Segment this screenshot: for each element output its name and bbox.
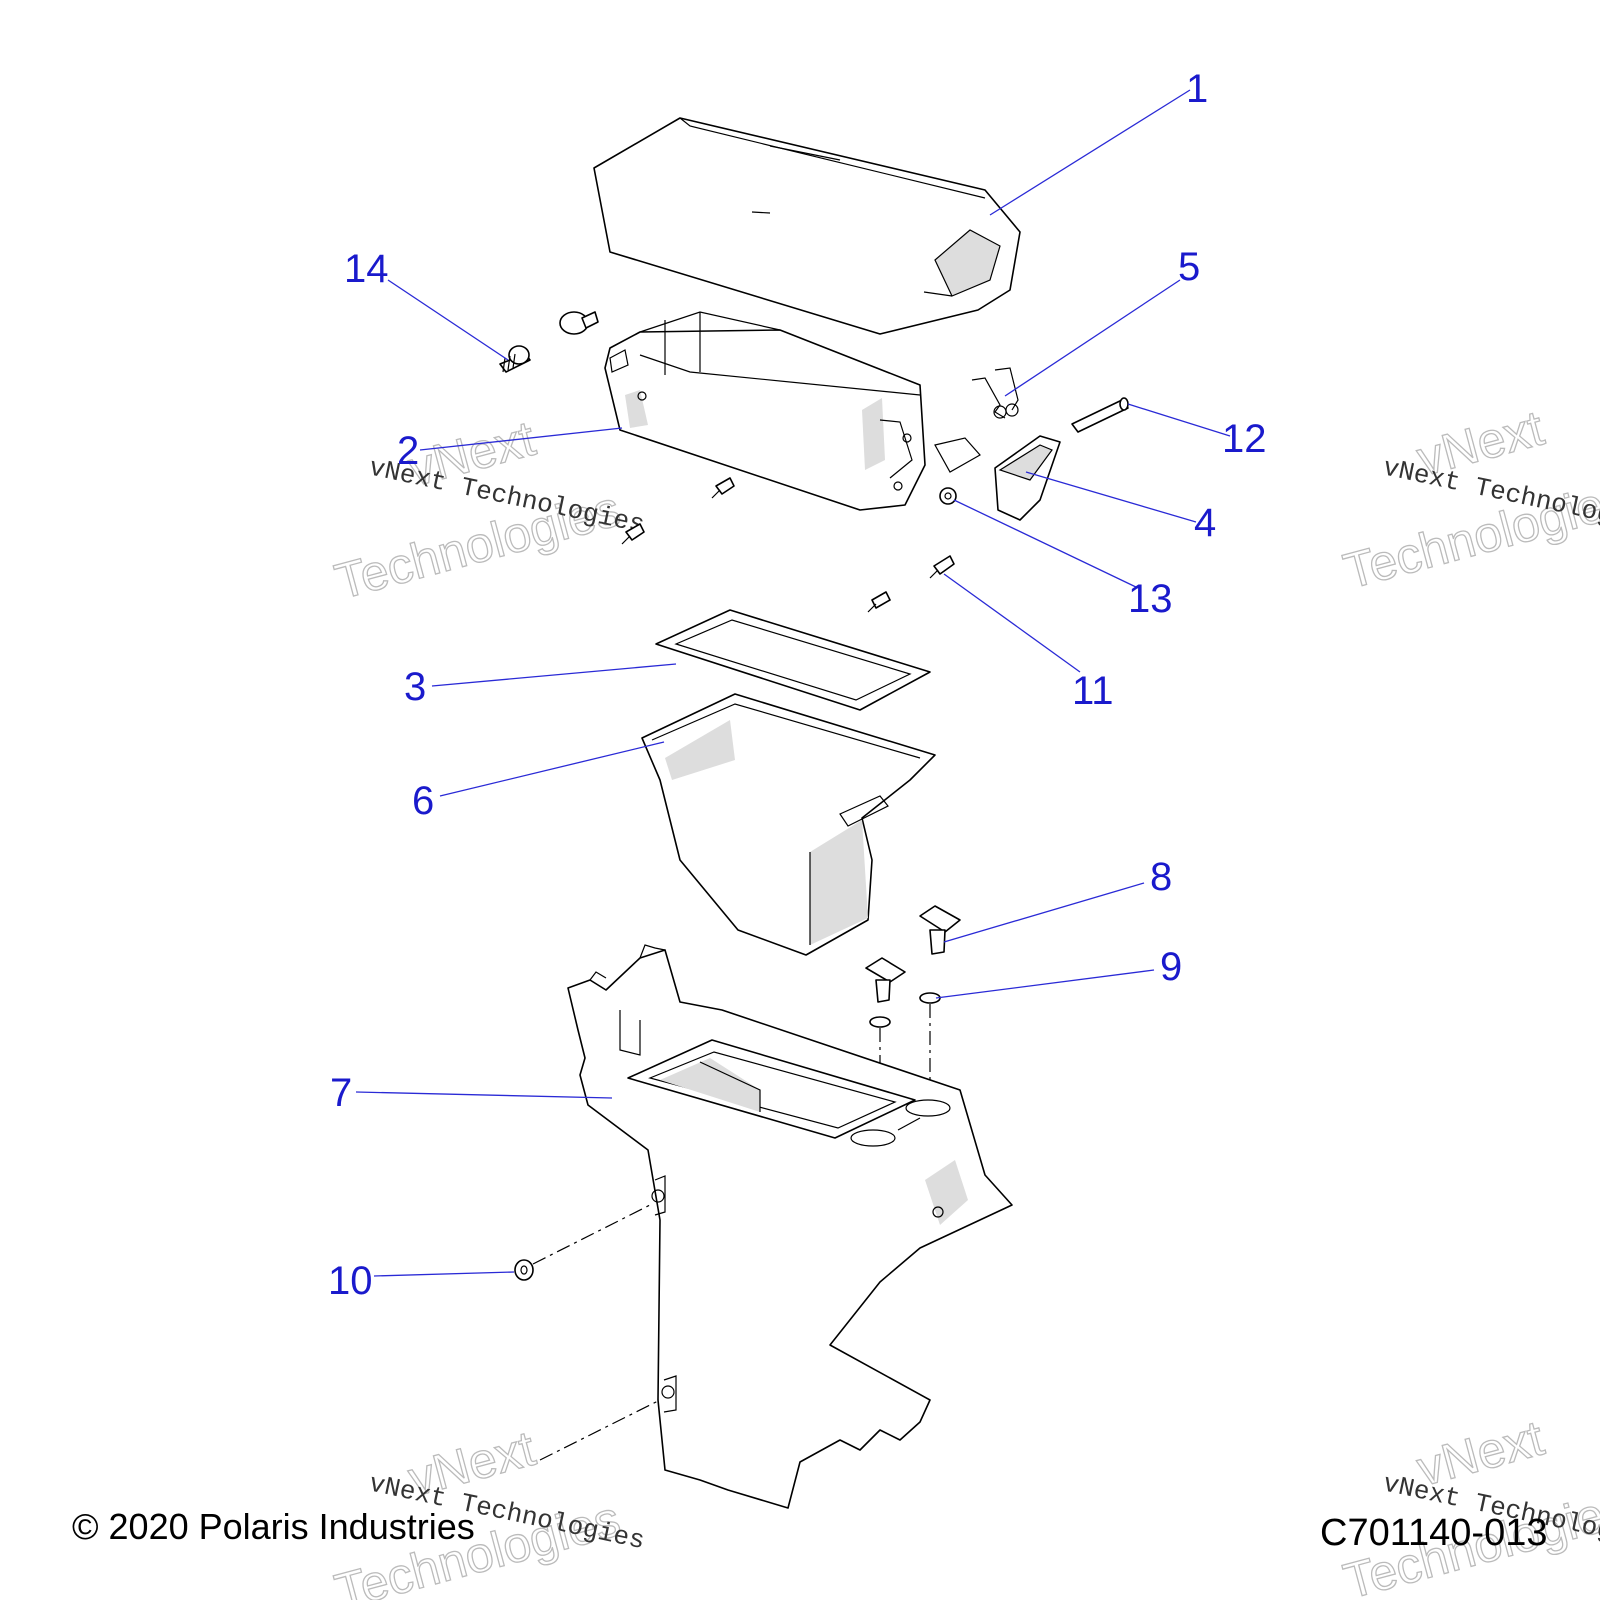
callout-9: 9 (1160, 945, 1182, 989)
callout-1: 1 (1186, 67, 1208, 111)
leader-10 (373, 1271, 515, 1277)
copyright-notice: © 2020 Polaris Industries (72, 1506, 475, 1547)
storage-bin-part (641, 693, 936, 956)
callout-3: 3 (404, 665, 426, 709)
button-head-bolt-part (559, 311, 599, 335)
callout-12: 12 (1222, 417, 1267, 461)
callout-13: 13 (1128, 577, 1173, 621)
screw-11-part (929, 555, 955, 579)
knob-second-part (865, 957, 906, 1003)
lid-frame-part (604, 311, 981, 511)
leader-6 (439, 741, 665, 797)
callout-6: 6 (412, 779, 434, 823)
gasket-seal-part (655, 609, 931, 711)
callout-5: 5 (1178, 245, 1200, 289)
screw-11-second-part (867, 591, 891, 613)
bushing-part (939, 487, 957, 505)
leader-2 (419, 427, 623, 451)
leader-12 (1127, 403, 1231, 437)
callout-14: 14 (344, 247, 389, 291)
knob-8-part (919, 905, 961, 955)
callout-7: 7 (330, 1071, 352, 1115)
leader-5 (1004, 279, 1181, 397)
leader-8 (943, 882, 1145, 943)
leader-13 (953, 499, 1139, 589)
washer-second-part (869, 1016, 891, 1028)
leader-3 (431, 663, 677, 687)
leader-1 (989, 89, 1191, 216)
console-body-part (567, 944, 1013, 1509)
latch-part (994, 435, 1061, 521)
leader-9 (935, 969, 1155, 999)
figure-code: C701140-013 (1320, 1512, 1548, 1554)
rivet-lower-centerline (539, 1399, 661, 1461)
callout-11: 11 (1072, 669, 1114, 713)
leader-7 (355, 1091, 613, 1099)
leader-4 (1025, 471, 1197, 523)
leader-11 (943, 573, 1081, 673)
screw-near-frame-1 (711, 477, 735, 499)
callout-4: 4 (1194, 501, 1216, 545)
bolt-14-part (499, 345, 531, 373)
screw-near-frame-2 (621, 523, 645, 545)
lid-armrest-part (593, 117, 1021, 335)
pin-part (1071, 397, 1129, 433)
rivet-centerline (532, 1204, 651, 1265)
leader-14 (387, 279, 509, 361)
spring-latch-part (971, 367, 1019, 419)
callout-2: 2 (397, 429, 419, 473)
callout-8: 8 (1150, 855, 1172, 899)
leader-lines (355, 89, 1231, 1277)
callout-numbers: 1 2 3 4 5 6 7 8 9 10 11 12 13 14 (328, 67, 1267, 1303)
callout-10: 10 (328, 1259, 373, 1303)
push-rivet-part (514, 1259, 534, 1281)
